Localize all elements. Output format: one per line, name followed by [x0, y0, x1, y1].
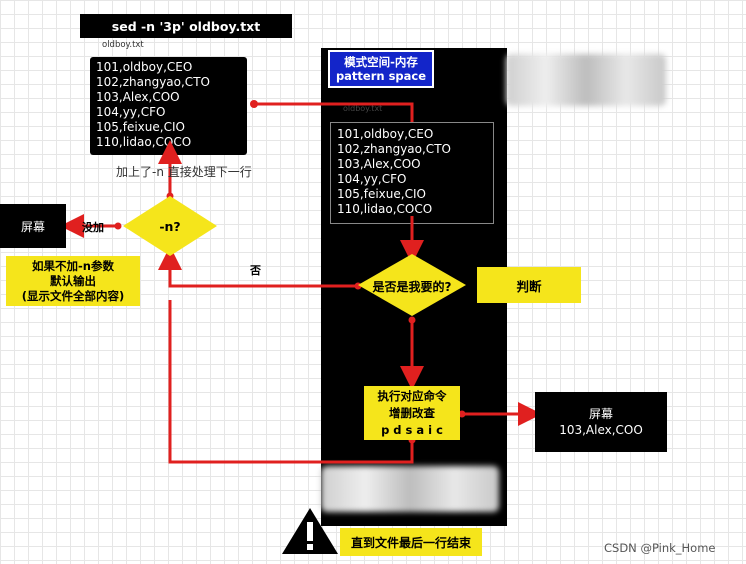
default-output-note: 如果不加-n参数 默认输出 (显示文件全部内容): [6, 256, 140, 306]
n-note: 加上了-n 直接处理下一行: [116, 165, 252, 179]
yes-label: 是: [442, 339, 453, 352]
exec-command-box: 执行对应命令 增删改查 p d s a i c: [364, 386, 460, 440]
n-question: -n?: [159, 218, 181, 234]
pattern-space-title: 模式空间-内存 pattern space: [328, 50, 434, 88]
blurred-region-bottom: [321, 466, 499, 512]
blurred-region-top: [506, 54, 666, 106]
screen-right: 屏幕 103,Alex,COO: [535, 392, 667, 452]
title-command: sed -n '3p' oldboy.txt: [80, 14, 292, 38]
no-label: 否: [250, 264, 261, 277]
file-lines: 101,oldboy,CEO 102,zhangyao,CTO 103,Alex…: [90, 57, 247, 155]
arrow-no-branch: [158, 246, 358, 288]
file-label: oldboy.txt: [102, 40, 144, 50]
arrow-file-to-pattern: [252, 102, 414, 122]
arrow-exec-loop: [168, 300, 414, 464]
judge-note: 判断: [477, 267, 581, 303]
watermark: CSDN @Pink_Home: [604, 541, 716, 555]
screen-left: 屏幕: [0, 204, 66, 248]
pattern-space-file-label: oldboy.txt: [343, 104, 383, 113]
end-note: 直到文件最后一行结束: [340, 528, 482, 556]
match-decision-diamond: [358, 254, 466, 316]
no-add-label: 没加: [82, 221, 104, 234]
match-question: 是否是我要的?: [372, 279, 452, 294]
n-decision-diamond: [123, 196, 217, 256]
pattern-space-lines: 101,oldboy,CEO 102,zhangyao,CTO 103,Alex…: [330, 122, 494, 224]
